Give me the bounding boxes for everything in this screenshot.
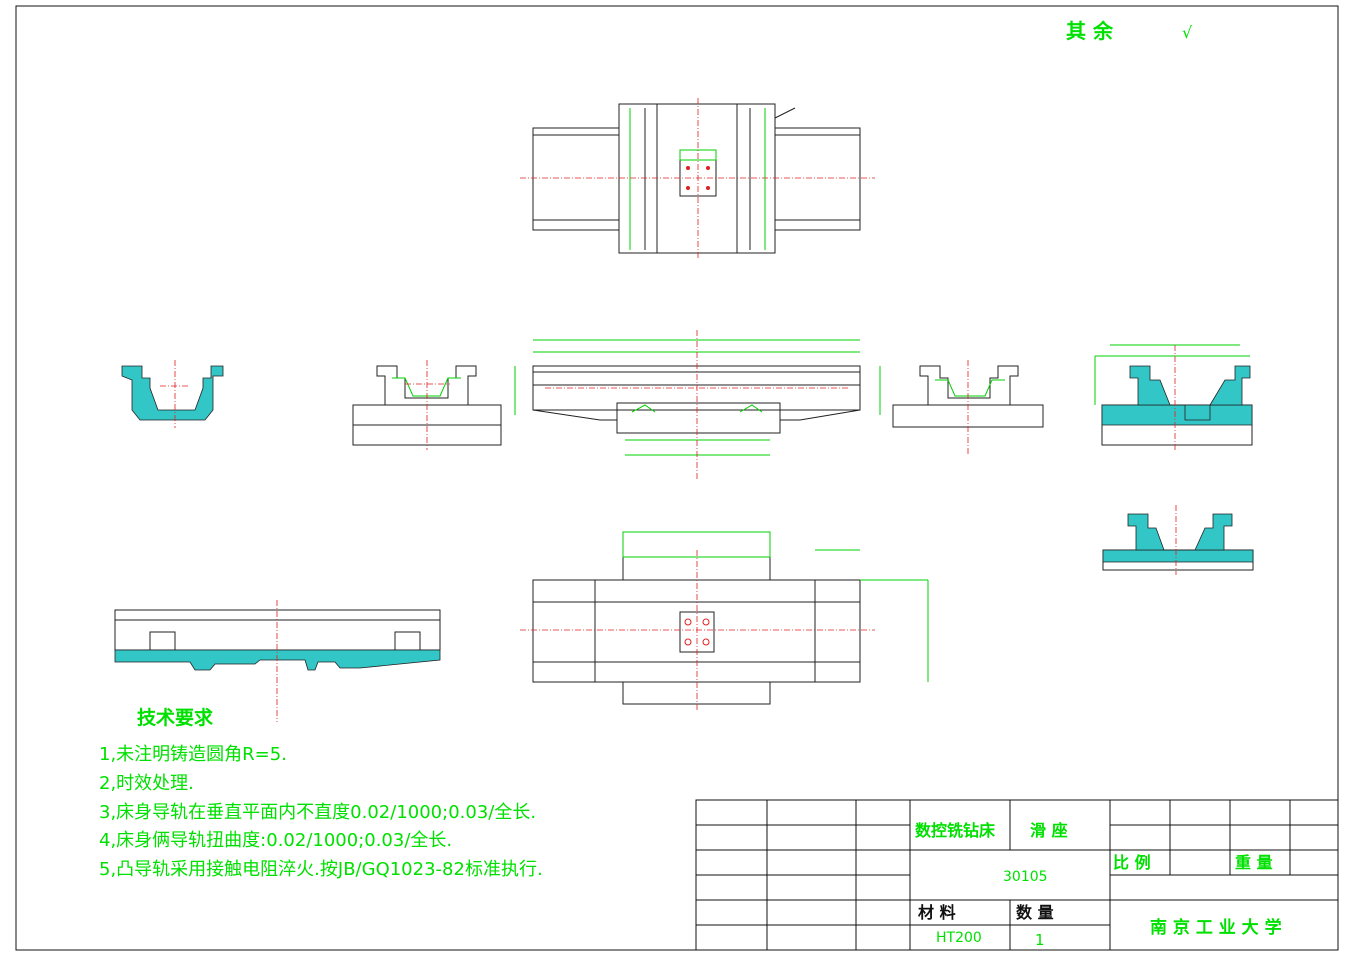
notes-title: 技术要求 [137,706,214,729]
note-5: 5,凸导轨采用接触电阻淬火.按JB/GQ1023-82标准执行. [99,859,543,880]
front-view [514,330,881,480]
quantity-label: 数 量 [1016,903,1054,922]
school-name: 南 京 工 业 大 学 [1150,917,1282,938]
note-2: 2,时效处理. [99,773,194,794]
scale-label: 比 例 [1113,853,1151,872]
surface-label: 其 余 [1066,19,1114,43]
section-b-b [114,600,441,722]
top-view [520,98,875,258]
material-value: HT200 [936,930,982,946]
section-on-base-left [352,360,502,450]
sheet-border [15,5,1339,951]
quantity-value: 1 [1035,931,1045,949]
weight-label: 重 量 [1235,853,1273,872]
plan-view [520,531,929,712]
drawing-number: 30105 [1003,869,1048,885]
section-c-c [1094,344,1253,450]
section-left-small [121,360,224,428]
title-block [695,799,1339,951]
part-name: 滑 座 [1030,821,1068,840]
machine-name: 数控铣钻床 [915,821,996,840]
section-d-d [1102,505,1254,575]
note-4: 4,床身俩导轨扭曲度:0.02/1000;0.03/全长. [99,830,452,851]
note-3: 3,床身导轨在垂直平面内不直度0.02/1000;0.03/全长. [99,802,536,823]
note-1: 1,未注明铸造圆角R=5. [99,744,287,765]
section-on-base-right [892,360,1044,455]
material-label: 材 料 [918,903,956,922]
roughness-symbol: √ [1182,23,1193,42]
